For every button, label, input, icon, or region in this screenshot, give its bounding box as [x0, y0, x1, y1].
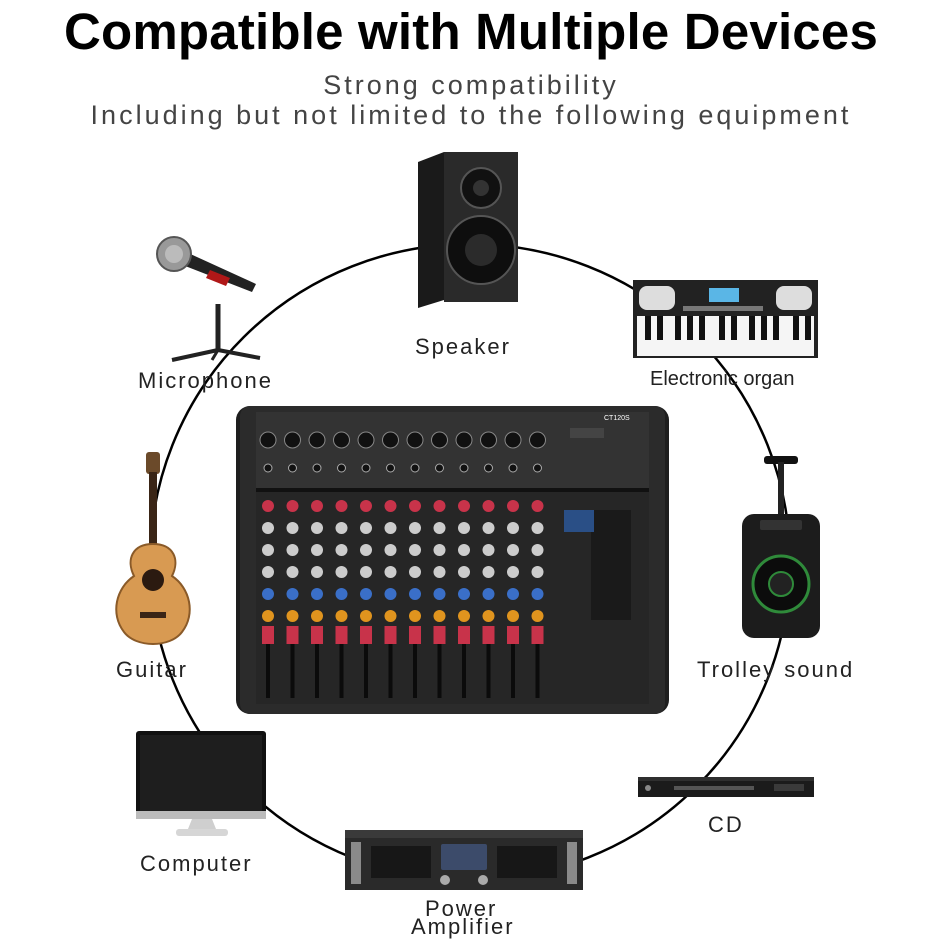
- page-title: Compatible with Multiple Devices: [63, 3, 879, 60]
- computer-image: [136, 731, 266, 836]
- guitar-image: [115, 452, 191, 645]
- cd-label: CD: [708, 812, 744, 837]
- electronic-organ-label: Electronic organ: [650, 368, 795, 390]
- trolley-sound-image: [742, 456, 820, 638]
- speaker-image: [418, 152, 518, 308]
- subtitle-line-1: Strong compatibility: [323, 70, 619, 100]
- power-amplifier-label-line-1: Power: [425, 896, 498, 921]
- audio-mixer-image: CT120S: [236, 406, 669, 714]
- trolley-sound-label: Trolley sound: [697, 657, 855, 682]
- electronic-organ-image: [633, 280, 818, 358]
- computer-label: Computer: [140, 851, 253, 876]
- subtitle-line-2: Including but not limited to the followi…: [90, 100, 852, 130]
- cd-player-image: [638, 777, 814, 797]
- mixer-model-label: CT120S: [604, 415, 630, 422]
- guitar-label: Guitar: [116, 657, 188, 682]
- microphone-image: [156, 236, 261, 362]
- speaker-label: Speaker: [415, 334, 511, 359]
- microphone-label: Microphone: [138, 368, 273, 393]
- power-amplifier-label-line-2: Amplifier: [411, 914, 515, 939]
- power-amplifier-image: [345, 830, 583, 890]
